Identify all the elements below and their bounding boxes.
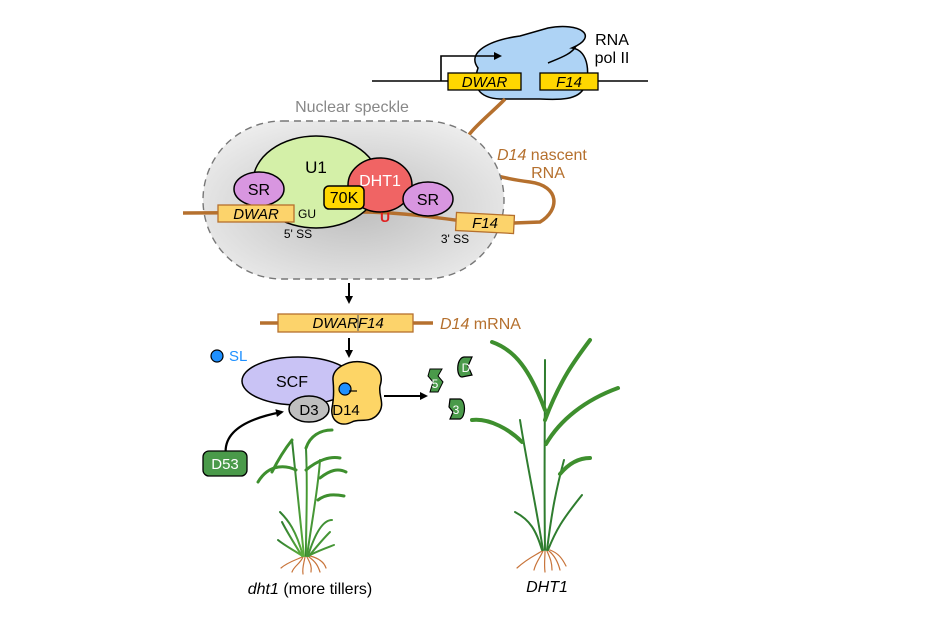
u1-70k-label: 70K: [330, 190, 359, 207]
fragment-2-label: D: [462, 361, 471, 375]
sl-bound-dot-icon: [338, 382, 352, 396]
scf-label: SCF: [276, 374, 308, 391]
mature-mrna: DWAR F14 D14 mRNA: [260, 313, 521, 333]
d53-recruit-arrow-icon: [224, 409, 284, 457]
d14-receptor: [331, 360, 383, 425]
mrna-exon-box: [277, 313, 414, 333]
dht1-mutant-plant-icon: [256, 428, 348, 575]
dht1-wildtype-plant-icon: [470, 338, 620, 573]
nuclear-speckle: Nuclear speckle U1 SR DWAR GU 5' SS DHT1…: [182, 99, 516, 280]
fragment-3: [448, 398, 466, 420]
sr-left-label: SR: [248, 182, 270, 199]
sl-signaling-complex: SL SCF D3 D14 D53 5 D 3: [202, 348, 473, 477]
speckle-exon-f14: [454, 211, 516, 235]
speckle-exon-f14-label: F14: [472, 215, 498, 232]
fragment-2: [457, 356, 473, 378]
d3-protein: [288, 395, 330, 423]
tss-arrow-icon: [440, 52, 502, 81]
mrna-part2-label: F14: [358, 315, 384, 332]
mrna-label: D14 mRNA: [440, 316, 521, 333]
sl-label: SL: [229, 348, 247, 365]
speckle-title: Nuclear speckle: [295, 99, 409, 116]
sl-legend-dot-icon: [210, 349, 224, 363]
u-nucleotide-label: U: [380, 209, 390, 225]
wildtype-plant-caption: DHT1: [526, 579, 568, 596]
d3-label: D3: [299, 402, 318, 419]
wildtype-leaves: [470, 338, 620, 476]
transcription-unit: DWAR F14 RNA pol II: [372, 25, 648, 101]
rna-pol-label-2: pol II: [595, 50, 630, 67]
nascent-rna-label-2: RNA: [531, 165, 565, 182]
sr-right-label: SR: [417, 192, 439, 209]
dht1-label: DHT1: [359, 173, 401, 190]
five-prime-ss-label: 5' SS: [284, 227, 312, 241]
sr-protein-right: [402, 181, 454, 217]
fragment-1: [427, 368, 444, 393]
exon-dwar-label: DWAR: [462, 74, 508, 91]
exon-f14-label: F14: [556, 74, 582, 91]
exon-f14-box: [539, 72, 599, 91]
mutant-tillers: [277, 439, 335, 557]
exon-dwar-box: [447, 72, 522, 91]
mutant-plant-caption: dht1 (more tillers): [248, 581, 372, 598]
gu-label: GU: [298, 207, 316, 221]
d53-protein: [202, 450, 248, 477]
u1-70k-protein: [323, 185, 365, 210]
rna-pol-label-1: RNA: [595, 32, 629, 49]
fragment-1-label: 5: [432, 377, 439, 391]
nascent-rna-label: D14 nascent: [497, 147, 587, 164]
wildtype-stems: [514, 359, 583, 551]
fragment-3-label: 3: [453, 403, 460, 417]
speckle-exon-dwar: [217, 204, 295, 223]
u1-label: U1: [305, 158, 327, 177]
wildtype-roots: [516, 549, 567, 573]
mrna-part1-label: DWAR: [312, 315, 358, 332]
d53-degraded-fragments: 5 D 3: [427, 356, 473, 420]
mutant-roots: [280, 555, 327, 575]
three-prime-ss-label: 3' SS: [441, 232, 469, 246]
d14-label: D14: [332, 402, 360, 419]
speckle-exon-dwar-label: DWAR: [233, 206, 279, 223]
d53-label: D53: [211, 456, 239, 473]
mutant-leaves: [256, 428, 348, 502]
